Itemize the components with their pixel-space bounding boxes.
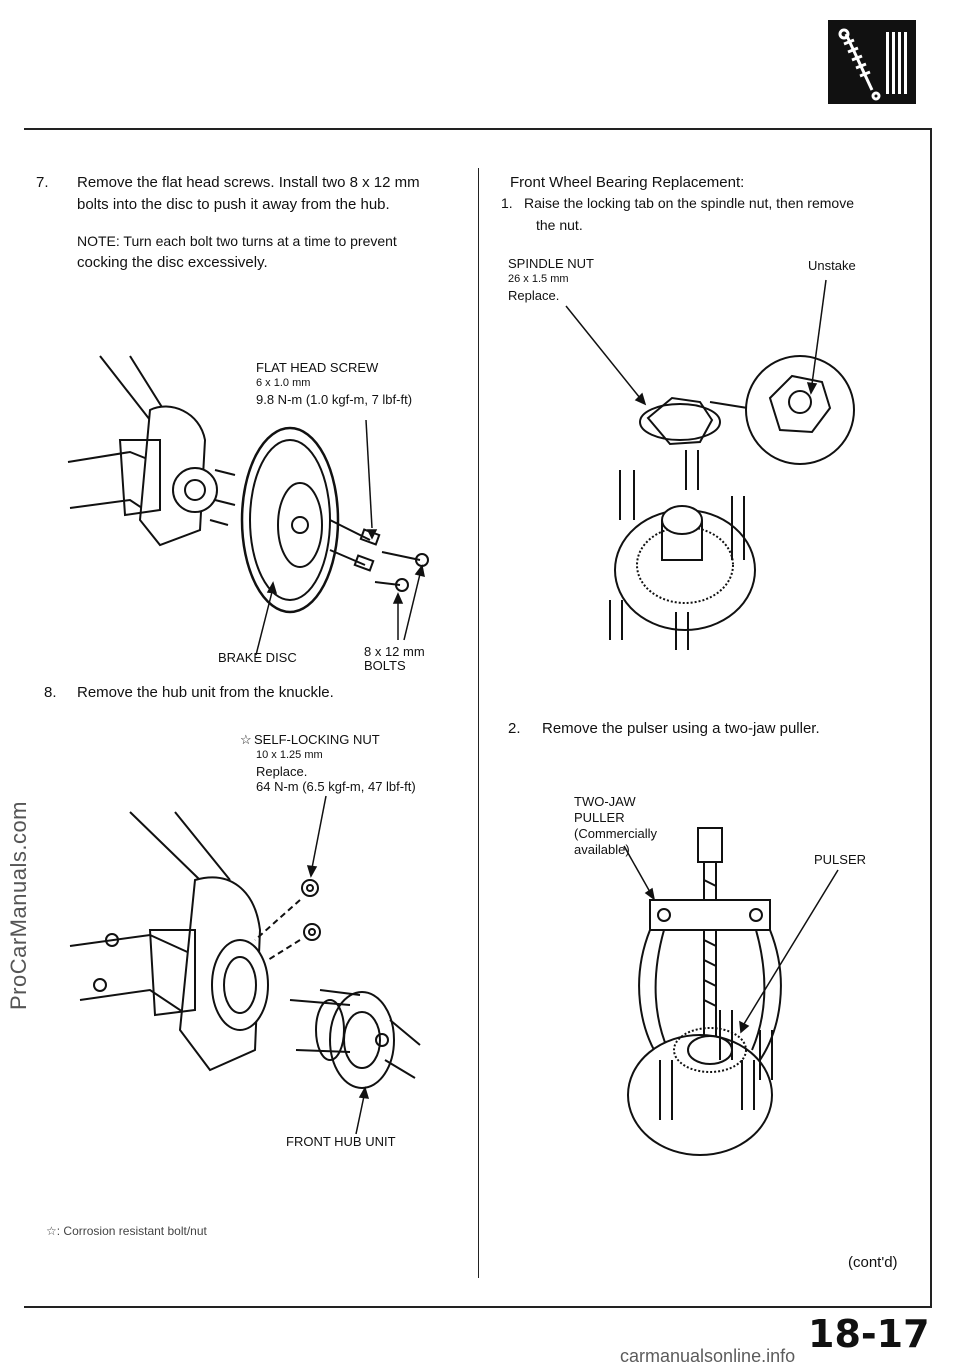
available-label: available): [574, 842, 630, 857]
spindle-nut-label: SPINDLE NUT: [508, 256, 594, 271]
self-locking-nut-size: 10 x 1.25 mm: [256, 749, 323, 761]
front-hub-unit-label: FRONT HUB UNIT: [286, 1134, 396, 1149]
site-watermark-right: carmanualsonline.info: [620, 1346, 796, 1366]
flat-head-screw-size: 6 x 1.0 mm: [256, 377, 311, 389]
two-jaw-label: TWO-JAW: [574, 794, 636, 809]
brake-disc-label: BRAKE DISC: [218, 650, 297, 665]
puller-label: PULLER: [574, 810, 625, 825]
step7-line2: bolts into the disc to push it away from…: [77, 196, 390, 213]
right-step1-line1: Raise the locking tab on the spindle nut…: [524, 195, 854, 211]
bolts-label: BOLTS: [364, 658, 406, 673]
self-locking-nut-replace: Replace.: [256, 764, 308, 779]
bottom-rule: [24, 1306, 932, 1308]
step8-number: 8.: [44, 684, 57, 701]
step7-line1: Remove the flat head screws. Install two…: [77, 174, 420, 191]
contd-label: (cont'd): [848, 1254, 898, 1271]
right-step2-number: 2.: [508, 720, 521, 737]
right-step1-line2: the nut.: [536, 217, 583, 233]
right-heading: Front Wheel Bearing Replacement:: [510, 174, 745, 191]
right-step2-text: Remove the pulser using a two-jaw puller…: [542, 720, 820, 737]
vertical-watermark: ProCarManuals.com: [6, 800, 31, 1010]
bolts-size-label: 8 x 12 mm: [364, 644, 425, 659]
flat-head-screw-torque: 9.8 N-m (1.0 kgf-m, 7 lbf-ft): [256, 392, 413, 407]
section-icon: [828, 20, 916, 104]
step7-number: 7.: [36, 174, 49, 191]
shock-absorber-icon: [838, 28, 907, 101]
right-step1-number: 1.: [501, 195, 513, 211]
page-number: 18-17: [808, 1312, 930, 1356]
right-rule: [930, 128, 932, 1308]
self-locking-nut-star: ☆: [240, 732, 252, 747]
spindle-nut-replace: Replace.: [508, 288, 560, 303]
step7-note-line2: cocking the disc excessively.: [77, 254, 268, 271]
column-divider: [478, 168, 479, 1278]
flat-head-screw-label: FLAT HEAD SCREW: [256, 360, 379, 375]
unstake-label: Unstake: [808, 258, 856, 273]
commercially-label: (Commercially: [574, 826, 658, 841]
step8-text: Remove the hub unit from the knuckle.: [77, 684, 334, 701]
top-rule: [24, 128, 932, 130]
pulser-label: PULSER: [814, 852, 867, 867]
step7-note-line1: NOTE: Turn each bolt two turns at a time…: [77, 233, 397, 249]
spindle-nut-size: 26 x 1.5 mm: [508, 273, 569, 285]
corrosion-note: ☆: Corrosion resistant bolt/nut: [46, 1224, 207, 1238]
self-locking-nut-torque: 64 N-m (6.5 kgf-m, 47 lbf-ft): [256, 779, 416, 794]
self-locking-nut-label: SELF-LOCKING NUT: [254, 732, 380, 747]
